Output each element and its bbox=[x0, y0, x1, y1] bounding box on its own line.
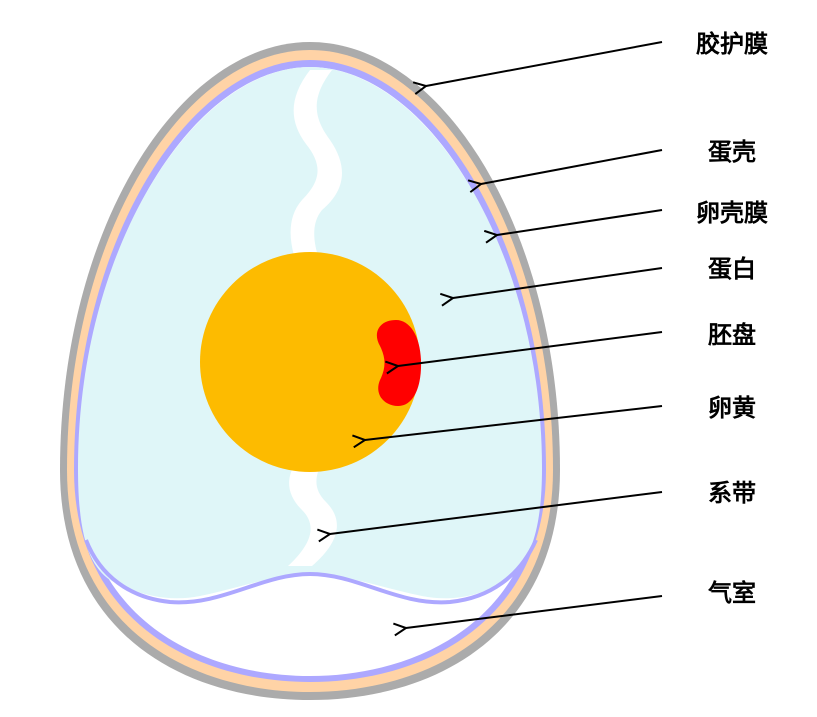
arrow-shell-membrane bbox=[497, 209, 663, 235]
arrow-chalaza bbox=[330, 491, 663, 534]
arrow-germinal-disc bbox=[398, 331, 663, 366]
label-shell-membrane: 卵壳膜 bbox=[696, 199, 768, 227]
label-albumen: 蛋白 bbox=[708, 255, 756, 283]
arrow-yolk bbox=[365, 405, 663, 440]
label-yolk: 卵黄 bbox=[708, 394, 756, 422]
chalaza-top bbox=[290, 70, 342, 262]
label-cuticle: 胶护膜 bbox=[696, 30, 768, 58]
arrow-shell bbox=[481, 149, 663, 184]
leader-arrows bbox=[330, 41, 663, 628]
label-air-cell: 气室 bbox=[708, 579, 756, 607]
arrow-albumen bbox=[453, 267, 663, 298]
yolk bbox=[200, 252, 420, 472]
arrow-cuticle bbox=[426, 41, 663, 86]
air-cell-membrane-line bbox=[84, 539, 538, 605]
label-germinal-disc: 胚盘 bbox=[708, 321, 756, 349]
label-shell: 蛋壳 bbox=[708, 138, 756, 166]
label-chalaza: 系带 bbox=[708, 479, 756, 507]
arrow-air-cell bbox=[406, 595, 663, 628]
